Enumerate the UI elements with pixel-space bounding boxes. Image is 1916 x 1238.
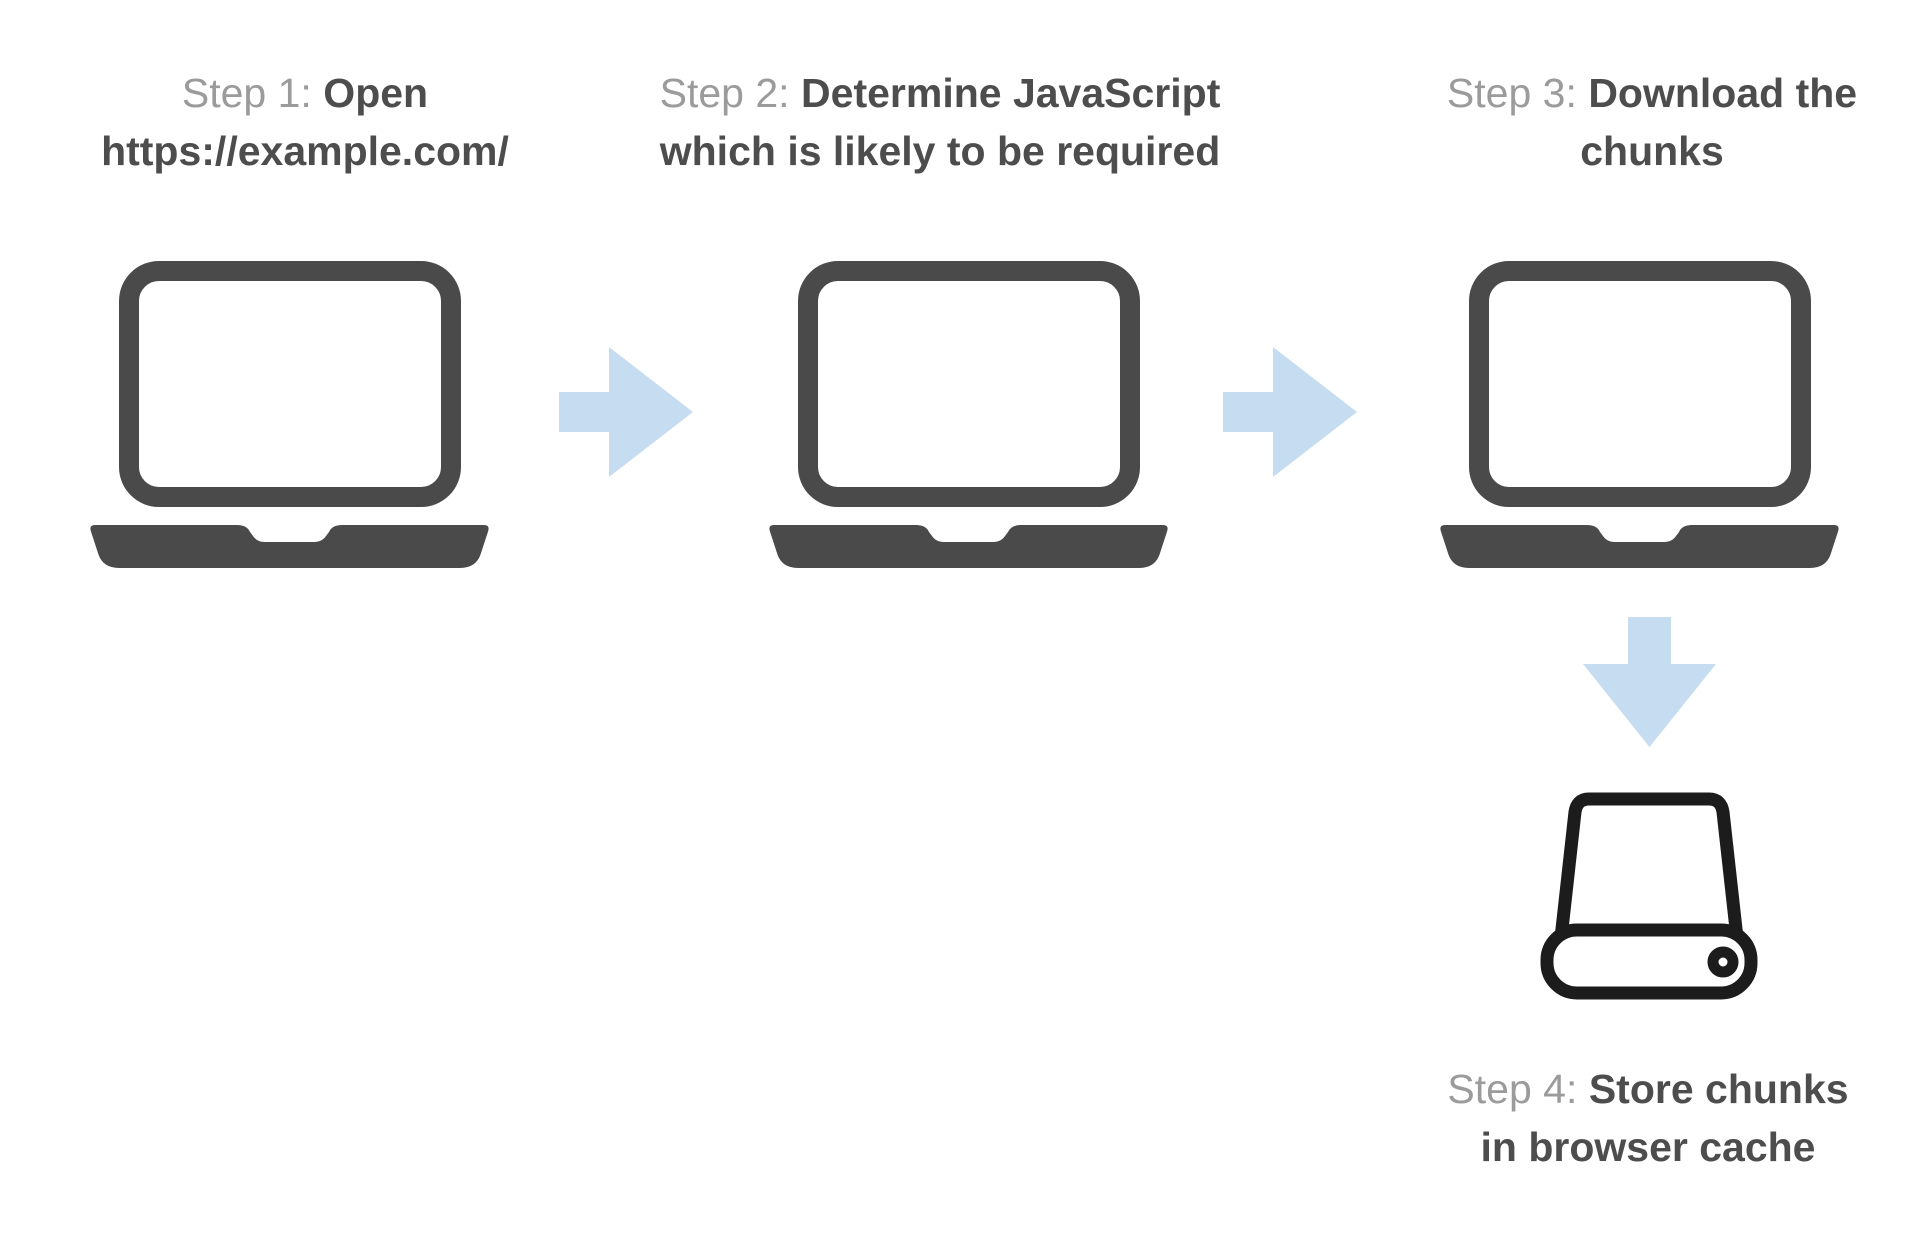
arrow-right-icon [559, 347, 693, 477]
step-2-title-line-2: which is likely to be required [659, 128, 1221, 174]
hard-drive-icon [1540, 792, 1758, 1000]
step-3-title-line-1: Download the [1588, 70, 1858, 116]
arrow-down-icon [1583, 617, 1716, 747]
step-2-label: Step 2: [659, 70, 790, 116]
step-4-title-line-2: in browser cache [1480, 1124, 1816, 1170]
step-3-caption-line-1: Step 3:Download the [1357, 64, 1916, 122]
step-1-title-line-2: https://example.com/ [101, 128, 509, 174]
step-2-caption: Step 2:Determine JavaScript which is lik… [640, 64, 1240, 180]
step-3-caption: Step 3:Download the chunks [1357, 64, 1916, 180]
step-1-title-line-1: Open [323, 70, 429, 116]
step-2-caption-line-1: Step 2:Determine JavaScript [640, 64, 1240, 122]
step-3-title-line-2: chunks [1580, 128, 1724, 174]
step-1-caption: Step 1:Open https://example.com/ [5, 64, 605, 180]
step-1-caption-line-1: Step 1:Open [5, 64, 605, 122]
step-4-label: Step 4: [1447, 1066, 1578, 1112]
step-3-label: Step 3: [1446, 70, 1577, 116]
arrow-right-icon [1223, 347, 1357, 477]
step-4-caption: Step 4:Store chunks in browser cache [1353, 1060, 1916, 1176]
step-4-title-line-1: Store chunks [1588, 1066, 1849, 1112]
step-2-title-line-1: Determine JavaScript [801, 70, 1221, 116]
laptop-icon [1437, 261, 1842, 568]
step-4-caption-line-1: Step 4:Store chunks [1353, 1060, 1916, 1118]
laptop-icon [87, 261, 492, 568]
laptop-icon [766, 261, 1171, 568]
step-1-label: Step 1: [181, 70, 312, 116]
